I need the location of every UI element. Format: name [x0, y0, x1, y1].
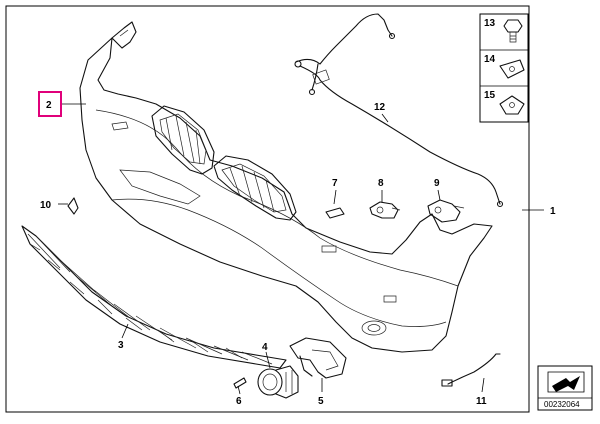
footer-code: 00232064: [544, 400, 580, 409]
legend-label-13: 13: [484, 18, 496, 29]
tow-hook-cover[interactable]: [325, 207, 345, 219]
callout-10: 10: [40, 200, 52, 211]
diagram-frame: [5, 5, 530, 413]
callout-7: 7: [332, 178, 338, 189]
callout-2: 2: [46, 100, 52, 111]
callout-2-highlight[interactable]: 2: [38, 91, 62, 117]
callout-5: 5: [318, 396, 324, 407]
callout-1: 1: [550, 206, 556, 217]
callout-3: 3: [118, 340, 124, 351]
bumper-cover[interactable]: [79, 37, 493, 353]
sensor-cable[interactable]: [441, 353, 501, 387]
leader-lines: [58, 103, 544, 395]
legend-label-14: 14: [484, 54, 496, 65]
fastener-legend: 13 14 15: [479, 13, 529, 123]
callout-12: 12: [374, 102, 386, 113]
headlight-washer-nozzle-right[interactable]: [427, 199, 465, 223]
nut-icon: [503, 19, 523, 43]
callout-8: 8: [378, 178, 384, 189]
callout-4: 4: [262, 342, 268, 353]
legend-panel: [479, 13, 529, 123]
small-clip[interactable]: [233, 377, 247, 389]
legend-label-15: 15: [484, 90, 496, 101]
arrow-icon: [547, 371, 585, 393]
clip-nut-icon: [499, 59, 525, 79]
lower-grille-strip[interactable]: [21, 225, 287, 369]
fog-lamp-bracket[interactable]: [289, 337, 347, 379]
callouts: 1 3 4 5 6 7 8 9 10 11 12: [40, 102, 556, 407]
headlight-washer-nozzle-left[interactable]: [369, 201, 401, 219]
spring-nut-icon: [499, 95, 525, 115]
bumper-side-bracket[interactable]: [111, 21, 137, 49]
fog-lamp[interactable]: [257, 365, 299, 399]
washer-hose[interactable]: [294, 13, 504, 208]
reference-box: 00232064: [537, 365, 593, 411]
highlight-box: [38, 91, 62, 117]
callout-9: 9: [434, 178, 440, 189]
callout-11: 11: [476, 396, 487, 407]
callout-6: 6: [236, 396, 242, 407]
side-trim-clip[interactable]: [67, 197, 79, 215]
